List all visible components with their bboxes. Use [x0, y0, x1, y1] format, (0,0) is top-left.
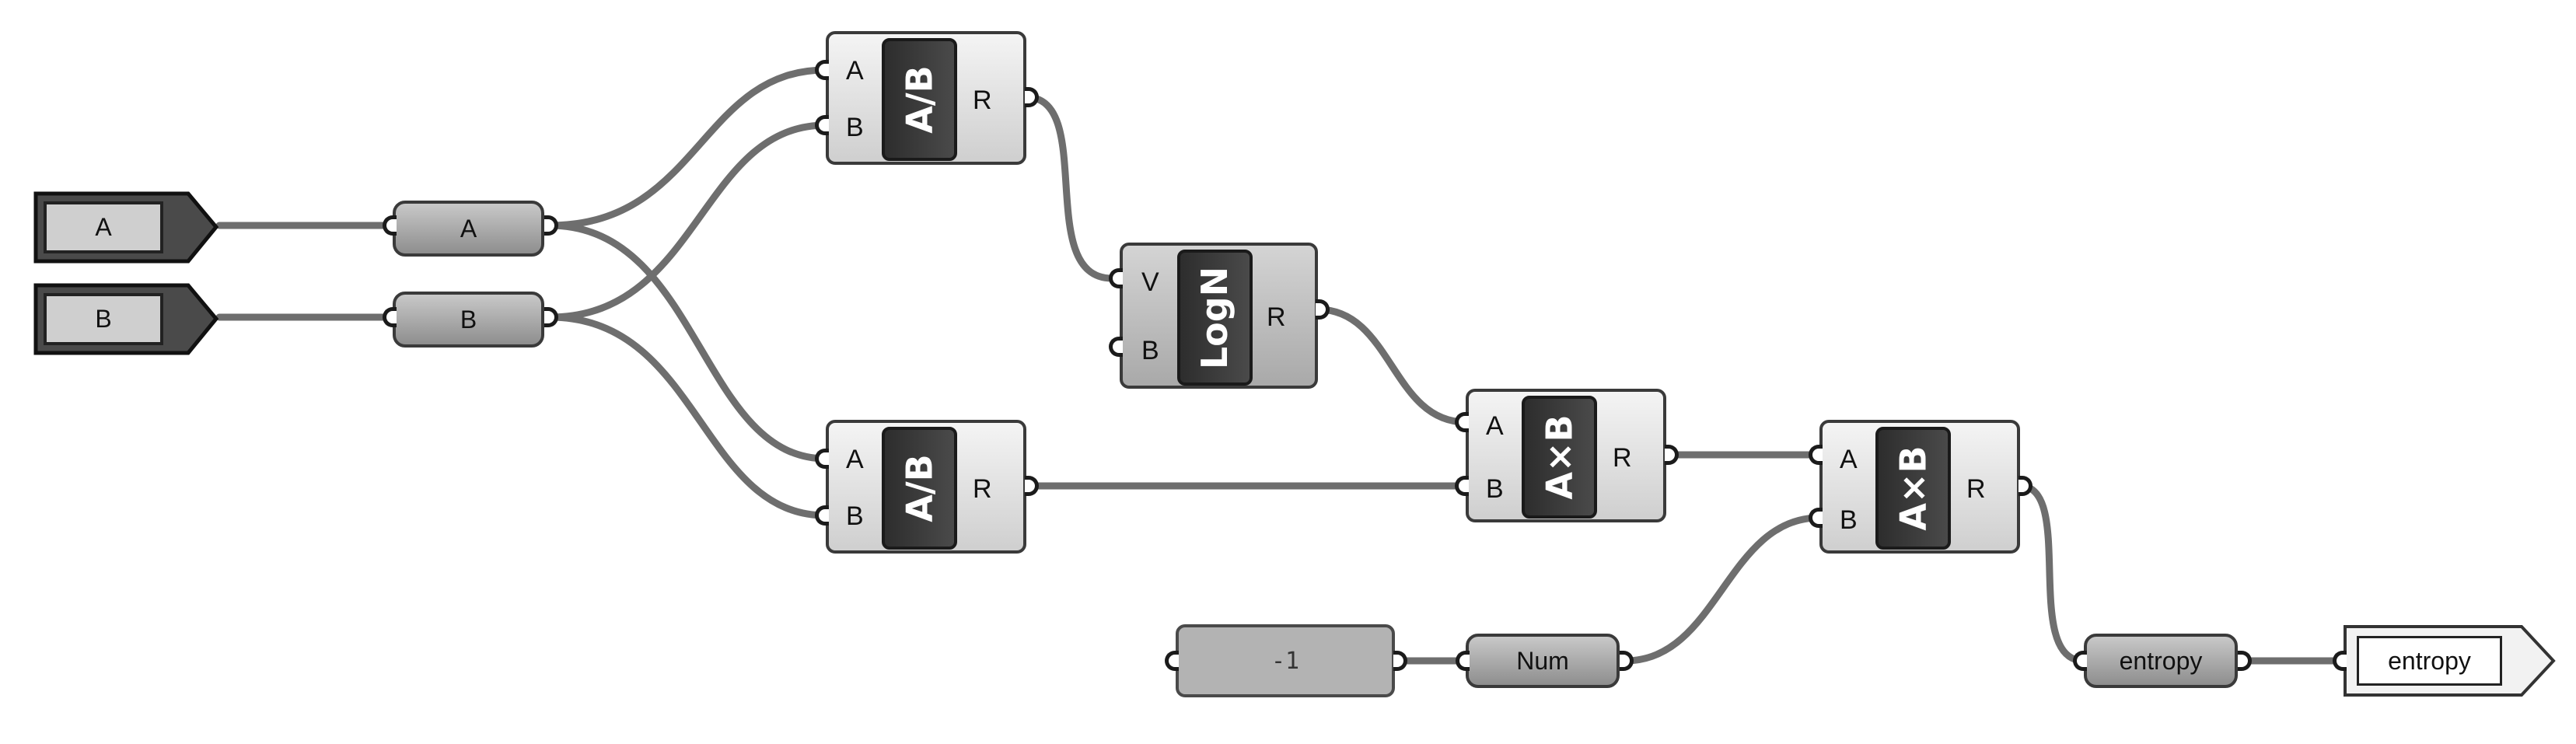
param-num-label: Num: [1516, 646, 1569, 675]
div1-core-label: A/B: [898, 65, 941, 134]
source-a[interactable]: A: [33, 190, 219, 264]
wire-paramA-div2A: [546, 222, 830, 463]
log-input-v-label: V: [1141, 267, 1159, 297]
div1-input-b-label: B: [846, 113, 864, 142]
log-core: LogN: [1177, 250, 1253, 386]
mul2-core-label: A×B: [1892, 445, 1935, 531]
param-a-input-port[interactable]: [383, 215, 397, 236]
log-input-b-port[interactable]: [1109, 337, 1123, 357]
div2-input-b-port[interactable]: [815, 505, 829, 526]
mul1-input-a-label: A: [1486, 411, 1504, 441]
mul1-input-b-port[interactable]: [1455, 476, 1469, 496]
mul2-output-label: R: [1966, 474, 1986, 504]
wire-mul2R-entropy: [2016, 482, 2088, 665]
mul2-input-a-port[interactable]: [1809, 445, 1823, 465]
div2-core: A/B: [882, 427, 957, 550]
param-b-label: B: [460, 305, 477, 334]
entropy-output-panel[interactable]: entropy: [2343, 623, 2557, 698]
division-component-2[interactable]: A B A/B R: [826, 420, 1026, 554]
mul2-input-a-label: A: [1840, 445, 1858, 474]
wire-paramB-div1B: [546, 121, 830, 321]
div1-output-label: R: [973, 86, 992, 115]
mul2-input-b-label: B: [1840, 505, 1858, 535]
mul2-output-port[interactable]: [2019, 476, 2032, 496]
div1-core: A/B: [882, 38, 957, 161]
param-b-input-port[interactable]: [383, 307, 397, 327]
param-num-input-port[interactable]: [1456, 651, 1470, 671]
div2-input-a-port[interactable]: [815, 449, 829, 469]
div2-input-a-label: A: [846, 445, 864, 474]
wire-paramA-div1A: [546, 66, 830, 229]
logarithm-component[interactable]: V B LogN R: [1120, 243, 1318, 389]
param-entropy-label: entropy: [2119, 646, 2203, 675]
div2-input-b-label: B: [846, 501, 864, 531]
entropy-panel-label: entropy: [2357, 636, 2502, 686]
div1-output-port[interactable]: [1025, 87, 1039, 107]
log-input-b-label: B: [1141, 336, 1159, 365]
source-b-label: B: [44, 293, 163, 345]
mul1-input-a-port[interactable]: [1455, 412, 1469, 432]
div1-input-a-label: A: [846, 56, 864, 86]
param-b[interactable]: B: [393, 292, 544, 348]
wire-num-mul2B: [1621, 514, 1823, 665]
param-a[interactable]: A: [393, 201, 544, 257]
param-entropy-output-port[interactable]: [2238, 651, 2252, 671]
div2-output-label: R: [973, 474, 992, 504]
param-entropy[interactable]: entropy: [2084, 634, 2238, 688]
mul1-input-b-label: B: [1486, 474, 1504, 504]
wire-paramB-div2B: [546, 313, 830, 519]
log-core-label: LogN: [1194, 266, 1236, 369]
source-b[interactable]: B: [33, 282, 219, 356]
log-input-v-port[interactable]: [1109, 268, 1123, 288]
number-slider[interactable]: -1: [1176, 624, 1395, 697]
entropy-panel-input-port[interactable]: [2333, 651, 2347, 671]
param-a-label: A: [460, 214, 477, 243]
mul2-core: A×B: [1875, 427, 1951, 550]
param-num[interactable]: Num: [1466, 634, 1620, 688]
div1-input-a-port[interactable]: [815, 60, 829, 80]
slider-input-port[interactable]: [1165, 651, 1179, 671]
wire-logR-mul1A: [1314, 306, 1470, 426]
mul1-core-label: A×B: [1538, 414, 1581, 500]
mul1-output-label: R: [1613, 443, 1632, 473]
div2-core-label: A/B: [898, 454, 941, 522]
wire-div1R-logV: [1022, 93, 1116, 282]
log-output-label: R: [1267, 302, 1286, 332]
param-b-output-port[interactable]: [544, 307, 558, 327]
div1-input-b-port[interactable]: [815, 115, 829, 135]
mul1-output-port[interactable]: [1665, 445, 1679, 465]
mul1-core: A×B: [1522, 396, 1597, 519]
mul2-input-b-port[interactable]: [1809, 508, 1823, 528]
division-component-1[interactable]: A B A/B R: [826, 31, 1026, 165]
slider-output-port[interactable]: [1393, 651, 1407, 671]
log-output-port[interactable]: [1316, 299, 1330, 320]
div2-output-port[interactable]: [1025, 476, 1039, 496]
multiplication-component-1[interactable]: A B A×B R: [1466, 389, 1666, 522]
multiplication-component-2[interactable]: A B A×B R: [1819, 420, 2020, 554]
source-a-label: A: [44, 201, 163, 253]
param-a-output-port[interactable]: [544, 215, 558, 236]
param-num-output-port[interactable]: [1620, 651, 1634, 671]
param-entropy-input-port[interactable]: [2073, 651, 2087, 671]
slider-value: -1: [1271, 647, 1300, 675]
